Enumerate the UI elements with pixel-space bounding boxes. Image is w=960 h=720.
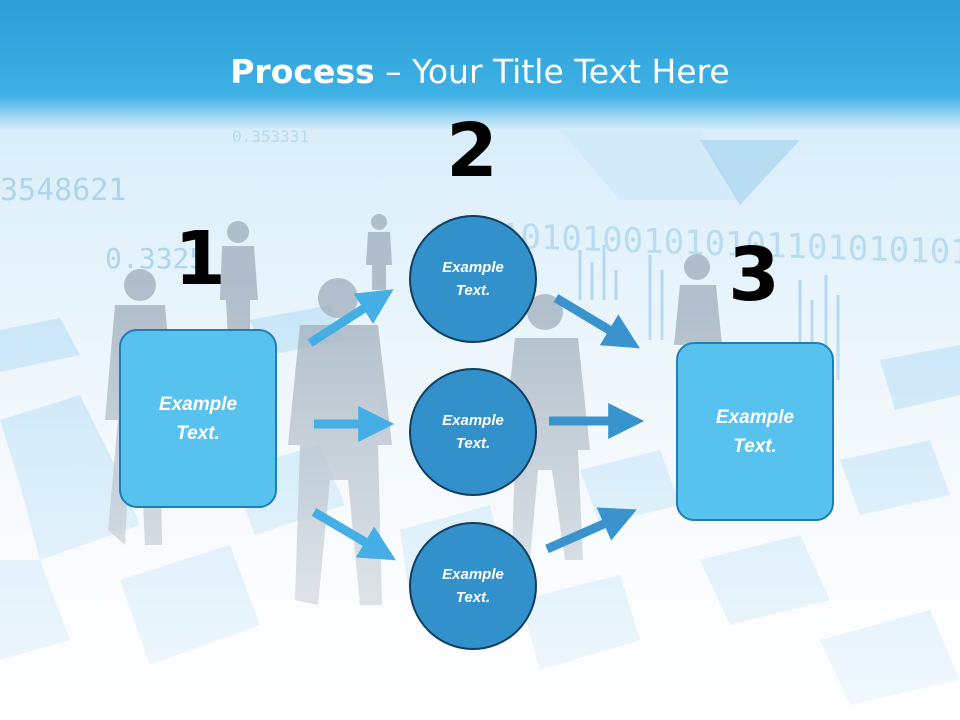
step-number-2: 2 <box>446 108 498 194</box>
bg-number: 0.3325 <box>105 242 206 275</box>
step-1-box: Example Text. <box>119 329 277 508</box>
arrow-top-to-3 <box>553 294 640 349</box>
slide-title: Process – Your Title Text Here <box>0 52 960 91</box>
step-3-label-line1: Example <box>715 406 795 428</box>
middle-node-bottom-line1: Example <box>442 566 504 583</box>
title-bold: Process <box>230 52 375 91</box>
middle-node-center-line2: Text. <box>455 435 491 452</box>
bg-number: 0.353331 <box>232 127 309 146</box>
middle-node-top-line1: Example <box>442 259 504 276</box>
middle-node-bottom: Example Text. <box>409 522 537 650</box>
step-3-box: Example Text. <box>676 342 834 521</box>
arrow-1-to-top <box>307 289 394 347</box>
step-3-label-line2: Text. <box>733 435 777 457</box>
bg-number: 3548621 <box>0 173 126 208</box>
middle-node-top: Example Text. <box>409 215 537 343</box>
middle-node-bottom-line2: Text. <box>455 589 491 606</box>
step-1-label-line1: Example <box>158 393 238 415</box>
step-1-label-line2: Text. <box>176 422 220 444</box>
middle-node-top-line2: Text. <box>455 282 491 299</box>
arrow-bottom-to-3 <box>545 507 637 554</box>
step-number-3: 3 <box>728 232 780 318</box>
title-rest: – Your Title Text Here <box>374 52 730 91</box>
middle-node-center-line1: Example <box>442 412 504 429</box>
step-number-1: 1 <box>174 216 226 302</box>
middle-node-center: Example Text. <box>409 368 537 496</box>
arrow-1-to-bottom <box>311 508 396 561</box>
